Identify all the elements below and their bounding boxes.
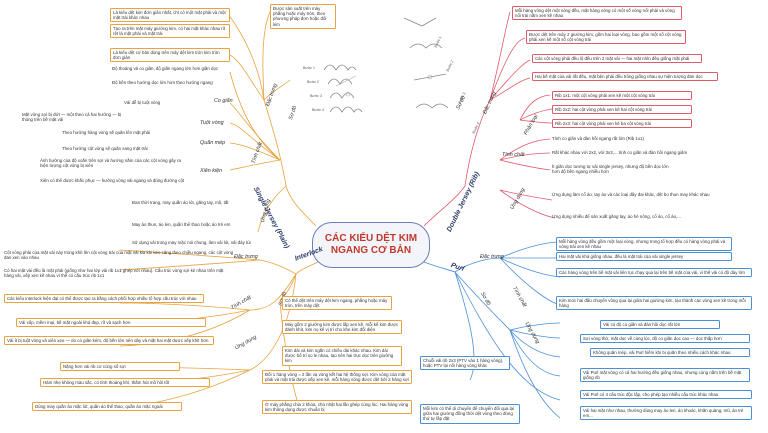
single-pattern-note: Được sản xuất trên máy phẳng hoặc máy tr… xyxy=(270,4,336,29)
single-step-3: Bước 3 xyxy=(310,94,322,98)
single-prop-c1: Theo hướng hàng vòng sẽ quăn lên mặt phả… xyxy=(62,130,151,135)
purl-diagram-2: Mỗi kim có thể di chuyển để chuyển đổi q… xyxy=(420,404,520,424)
purl-feature-4: Kim móc hai đầu chuyển vòng qua lại giữa… xyxy=(556,296,752,311)
single-step-2: Bước 2 xyxy=(307,80,319,84)
interlock-use-1: Nặng hơn vải rib cơ cùng số sợi xyxy=(60,362,180,372)
single-use-2: May áo thun, áo len, quần thể thao hoặc … xyxy=(132,222,231,227)
double-prop-3: Ít giãn dọc tương tự vải single jersey, … xyxy=(552,164,669,175)
double-feature-1: Mỗi hàng vòng dệt một vòng đều, mặt hàng… xyxy=(512,6,682,21)
single-knit-diagram-4 xyxy=(329,106,363,113)
purl-feature-2: Hai mặt vải khá giống nhau, đều là mặt t… xyxy=(556,252,732,262)
purl-prop-4: Vải Purl mặt vòng có cả hai hướng đều gi… xyxy=(580,368,750,383)
interlock-feature-2: Có hai mặt vải đều là mặt phải (giống nh… xyxy=(4,268,224,279)
interlock-diagram-5: Ở máy phẳng chia 2 khóa, chủ nhật hai lầ… xyxy=(262,400,412,415)
interlock-prop-2: Vải xốp, mềm mại, bề mặt ngoài khá đẹp, … xyxy=(16,318,206,328)
double-type-3: Rib 2x3: hai cột vòng phải xen kẽ ba cột… xyxy=(552,119,692,129)
purl-prop-3: Không quăn mép, vải Purl hiếm khi bị quă… xyxy=(590,348,750,358)
interlock-prop-3: Vải ít bị tuột vòng và xiên xẹo — do có … xyxy=(4,336,214,346)
double-use-1: Ứng dụng làm cổ áo, tay áo và các loại d… xyxy=(552,192,710,197)
interlock-diagram-3: Kim dài và kim ngắn có chiều dài khác nh… xyxy=(282,346,402,366)
single-knit-diagram-2 xyxy=(327,75,357,87)
purl-feature-label: Đặc trưng xyxy=(480,254,504,260)
interlock-diagram-1: Có thể dệt trên máy dệt kim ngang, phẳng… xyxy=(282,296,392,311)
single-use-1: Đan thời trang, may quần áo lót, găng ta… xyxy=(132,200,229,205)
double-type-1: Rib 1x1: một cột vòng phải xen kẽ một cộ… xyxy=(552,91,692,101)
central-topic[interactable]: CÁC KIỂU DỆT KIM NGANG CƠ BẢN xyxy=(312,222,430,268)
single-prop-d1: Ảnh hưởng của độ xoắn trên sợi và hướng … xyxy=(40,158,181,169)
interlock-feature-label: Đặc trưng xyxy=(234,254,258,260)
single-feature-3: Là kiểu dệt cơ bản dùng trên máy dệt kim… xyxy=(110,48,230,63)
interlock-use-2: Hàm nhẹ không màu sắc, có tính thoáng kh… xyxy=(40,378,210,388)
double-knit-diagram-1 xyxy=(403,17,437,27)
single-prop-a2: Độ bền theo hướng dọc lớn hơn theo hướng… xyxy=(112,80,213,85)
single-curl-label: Quăn mép xyxy=(200,140,226,146)
double-use-2: Ứng dụng nhiều để sản xuất găng tay, áo … xyxy=(552,214,681,219)
single-prop-a1: Độ thoáng và co giãn, độ giãn ngang lớn … xyxy=(112,66,219,71)
single-prop-c2: Theo hướng cột vòng sẽ quăn sang mặt trá… xyxy=(62,146,148,151)
single-feature-1: Là kiểu dệt kim đơn giản nhất, chỉ có mộ… xyxy=(110,8,230,23)
double-knit-diagram-4 xyxy=(415,103,449,109)
single-prop-b1: Vải dễ bị tuột vòng xyxy=(124,100,161,105)
double-prop-1: Tính co giãn và đàn hồi ngang rất lớn (R… xyxy=(552,136,644,141)
single-prop-b2: Mặt vòng sợi bị đứt — một theo cả hai hư… xyxy=(22,112,122,123)
double-knit-diagram-2 xyxy=(409,43,443,49)
double-type-2: Rib 2x2: hai cột vòng phải xen kẽ hai cộ… xyxy=(552,105,692,115)
double-props-label: Tính chất xyxy=(502,152,525,158)
interlock-use-3: Dùng may quần áo mặc lót, quần áo thể th… xyxy=(32,402,182,412)
single-ladder-label: Tuột vòng xyxy=(200,120,224,126)
single-prop-d2: Xiên có thể được khắc phục — hướng vòng … xyxy=(40,178,185,183)
single-use-3: Sử dụng vải trong may mặc nói chung, làm… xyxy=(132,240,251,245)
purl-feature-1: Mỗi hàng vòng đều gồm một loại vòng, như… xyxy=(556,237,732,252)
purl-prop-2: Sợi vòng thở, mặt dọc về cùng lúc, độ co… xyxy=(580,334,750,344)
purl-diagram-1: Chuỗi vải rib 2x3 (PTV vào 1 hàng vòng),… xyxy=(420,356,510,371)
single-stretch-label: Co giãn xyxy=(214,98,233,104)
purl-prop-1: Vải có độ co giãn và đàn hồi dọc rất lớn xyxy=(600,320,720,330)
single-step-1: Bước 1 xyxy=(303,66,315,70)
double-feature-4: Hai bề mặt của vải rất đều, mặt bên phải… xyxy=(532,72,718,82)
interlock-prop-1: Các kiểu interlock hiện đại có thể được … xyxy=(4,294,204,304)
double-knit-diagram-3 xyxy=(413,73,447,81)
single-feature-2: Tạo ra trên mặt máy giường kim, có hai m… xyxy=(110,24,230,39)
single-step-4: Bước 4 xyxy=(312,108,324,112)
double-feature-3: Các cột vòng phải đều lộ đều trên 2 mặt … xyxy=(532,54,702,64)
interlock-diagram-2: Máy gồm 2 giường kim được lắp xen kẽ, mỗ… xyxy=(282,320,402,335)
double-prop-2: Rất khác nhau với 2x2, với 3x3,... tính … xyxy=(552,150,688,155)
single-knit-diagram-3 xyxy=(329,91,355,99)
purl-use-2: Vải hai mặt như nhau, thường dùng may áo… xyxy=(580,406,752,421)
interlock-diagram-4: Đối 1 hàng vòng = 2 lần vạ vòng kết hai … xyxy=(262,370,412,385)
double-feature-2: Được dệt trên máy 2 giường kim, gồm hai … xyxy=(526,30,686,45)
purl-use-1: Vải Purl có 4 cấu trúc độc lập, cho phép… xyxy=(580,390,752,400)
purl-feature-3: Các hàng vòng trên bề mặt vải liên tục c… xyxy=(556,268,752,278)
interlock-feature-1: Cột vòng phải của mặt vải này trùng khít… xyxy=(4,250,234,261)
single-knit-diagram-1 xyxy=(323,64,357,71)
single-skew-label: Xiên kiện xyxy=(200,168,223,174)
